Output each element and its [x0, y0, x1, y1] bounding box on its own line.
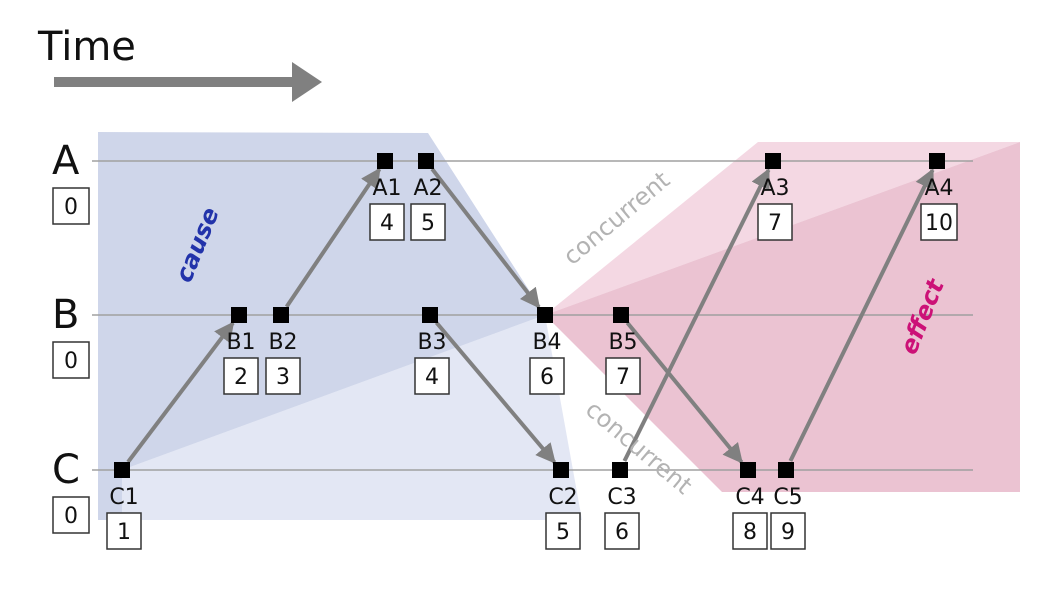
clock-value-b5: 7	[616, 365, 630, 390]
message-arrows	[126, 167, 935, 464]
clock-value-c3: 6	[615, 520, 629, 545]
event-a3	[765, 153, 781, 169]
clock-box-b3	[414, 357, 450, 395]
event-label-c5: C5	[773, 485, 802, 510]
event-label-a4: A4	[924, 176, 953, 201]
clock-value-b1: 2	[234, 365, 248, 390]
clock-value-c2: 5	[556, 520, 570, 545]
clock-value-a2: 5	[421, 211, 435, 236]
event-c5	[778, 462, 794, 478]
event-label-c4: C4	[735, 485, 764, 510]
clock-box-b4	[529, 357, 565, 395]
clock-value-a4: 10	[925, 211, 953, 236]
time-axis: Time	[37, 24, 322, 102]
event-label-a1: A1	[372, 176, 401, 201]
clock-value-b3: 4	[425, 365, 439, 390]
event-b2	[273, 307, 289, 323]
clock-box-b1	[223, 357, 259, 395]
message-c3-a3	[622, 168, 771, 462]
event-label-b3: B3	[417, 330, 446, 355]
clock-box-c2	[545, 512, 581, 550]
event-label-b1: B1	[226, 330, 255, 355]
initial-clock-box-b	[52, 341, 90, 379]
clock-box-a1	[369, 203, 405, 241]
event-b4	[537, 307, 553, 323]
effect-region	[545, 142, 1020, 492]
event-label-c3: C3	[607, 485, 636, 510]
initial-clock-a: 0	[64, 195, 78, 220]
clock-value-b4: 6	[540, 365, 554, 390]
event-label-c2: C2	[548, 485, 577, 510]
event-a4	[929, 153, 945, 169]
event-c1	[114, 462, 130, 478]
clock-value-c4: 8	[743, 520, 757, 545]
clock-value-c5: 9	[781, 520, 795, 545]
initial-clock-b: 0	[64, 349, 78, 374]
event-layer: A14A25A37A410B12B23B34B46B57C11C25C36C48…	[106, 153, 958, 550]
clock-value-a3: 7	[768, 211, 782, 236]
event-label-b5: B5	[608, 330, 637, 355]
process-label-c: C	[52, 447, 80, 493]
message-b3-c2	[434, 321, 557, 464]
event-label-c1: C1	[109, 485, 138, 510]
initial-clock-c: 0	[64, 504, 78, 529]
initial-clock-box-a	[52, 187, 90, 225]
region-layer	[98, 132, 1020, 520]
event-a2	[418, 153, 434, 169]
clock-box-a3	[757, 203, 793, 241]
event-label-a3: A3	[760, 176, 789, 201]
event-c3	[612, 462, 628, 478]
message-a2-b4	[430, 167, 541, 309]
event-label-a2: A2	[413, 176, 442, 201]
time-title: Time	[37, 24, 136, 70]
clock-value-c1: 1	[117, 520, 131, 545]
cause-region-light	[122, 315, 582, 520]
clock-value-a1: 4	[380, 211, 394, 236]
clock-box-b5	[605, 357, 641, 395]
clock-box-b2	[265, 357, 301, 395]
event-c2	[553, 462, 569, 478]
message-c1-b1	[126, 321, 235, 464]
process-label-a: A	[52, 138, 80, 184]
clock-value-b2: 3	[276, 365, 290, 390]
event-b3	[422, 307, 438, 323]
message-c5-a4	[788, 168, 935, 462]
event-c4	[740, 462, 756, 478]
process-label-b: B	[52, 292, 79, 338]
event-label-b2: B2	[268, 330, 297, 355]
clock-box-a4	[920, 203, 958, 241]
clock-box-a2	[410, 203, 446, 241]
clock-box-c3	[604, 512, 640, 550]
event-b5	[613, 307, 629, 323]
clock-box-c5	[770, 512, 806, 550]
initial-clock-box-c	[52, 496, 90, 534]
clock-box-c4	[732, 512, 768, 550]
clock-box-c1	[106, 512, 142, 550]
time-arrow-head	[292, 62, 322, 102]
event-label-b4: B4	[532, 330, 561, 355]
event-a1	[377, 153, 393, 169]
message-b2-a1	[284, 167, 382, 308]
message-b5-c4	[625, 321, 744, 464]
event-b1	[231, 307, 247, 323]
